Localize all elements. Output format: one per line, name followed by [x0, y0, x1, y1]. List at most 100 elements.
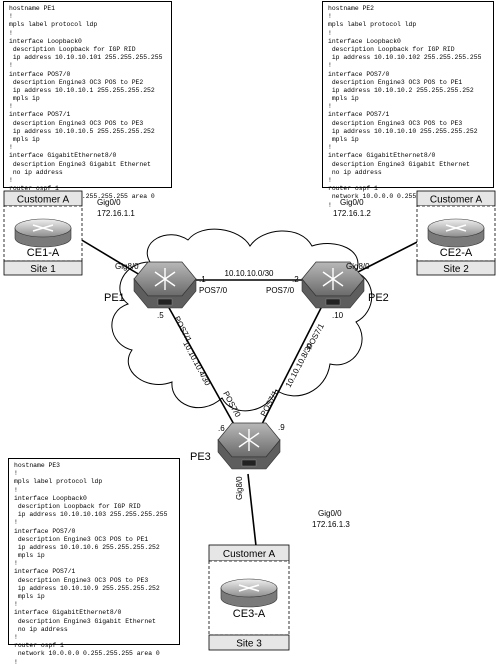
pe3-config-line: ! [14, 486, 18, 494]
pe3-config-line: ip address 10.10.10.103 255.255.255.255 [14, 511, 168, 519]
pe1-label: PE1 [104, 292, 125, 304]
ce3-iface-label: Gig0/0 [318, 509, 342, 518]
ce2-router-label: CE2-A [440, 247, 473, 259]
pe2-dot10-label: .10 [332, 311, 344, 320]
pe1-config-line: ! [9, 29, 13, 37]
pe2-config-line: ! [328, 62, 332, 70]
pe2-config-line: ! [328, 103, 332, 111]
pe3-config-line: interface POS7/0 [14, 527, 76, 535]
site2-customer-label: Customer A [430, 195, 483, 206]
pe1-config-line: ip address 10.10.10.101 255.255.255.255 [9, 54, 163, 62]
pe3-config-line: interface POS7/1 [14, 568, 76, 576]
pe1-config-line: interface POS7/1 [9, 111, 71, 119]
subnet-pe1-pe2-label: 10.10.10.0/30 [225, 269, 274, 278]
pe1-config-line: description Loopback for IGP RID [9, 45, 136, 53]
pe1-dot1-label: .1 [199, 275, 206, 284]
link-pe2-pe3 [259, 305, 323, 429]
pe2-config-line: router ospf 1 [328, 185, 378, 193]
pe2-config-line: description Engine3 Gigabit Ethernet [328, 160, 470, 168]
site3-site-label: Site 3 [236, 639, 262, 650]
ce2-ip-label: 172.16.1.2 [333, 209, 371, 218]
pe3-config-line: ! [14, 658, 18, 666]
pe1-config-line: mpls ip [9, 95, 40, 103]
pe2-config-box: hostname PE2!mpls label protocol ldp!int… [322, 1, 494, 209]
pe2-config-line: interface POS7/1 [328, 111, 390, 119]
pe3-config-line: description Engine3 Gigabit Ethernet [14, 617, 156, 625]
pe3-config-line: hostname PE3 [14, 462, 61, 469]
pe3-config-line: description Loopback for IGP RID [14, 502, 141, 510]
pe1-config-line: ! [9, 13, 13, 21]
site2-site-box [416, 260, 496, 276]
pe2-config-line: interface Loopback0 [328, 37, 401, 45]
link-pe1-pe3 [167, 305, 237, 429]
pe3-dot6-label: .6 [218, 424, 225, 433]
pe3-config-line: description Engine3 OC3 POS to PE1 [14, 535, 149, 543]
pe3-config-line: no ip address [14, 625, 68, 633]
ce1-router-icon[interactable] [14, 218, 72, 248]
pe2-config-line: mpls ip [328, 136, 359, 143]
pe1-config-line: no ip address [9, 168, 63, 176]
pe2-gig-label: Gig8/0 [346, 262, 370, 271]
pe3-router-icon[interactable] [217, 422, 281, 470]
pe1-config-line: description Engine3 Gigabit Ethernet [9, 160, 151, 168]
pe3-config-line: interface Loopback0 [14, 494, 87, 502]
pe2-pos70-label: POS7/0 [266, 286, 295, 295]
pe2-config-line: interface POS7/0 [328, 70, 390, 78]
pe1-config-line: interface Loopback0 [9, 37, 82, 45]
pe2-config-line: ip address 10.10.10.2 255.255.255.252 [328, 86, 474, 94]
pe2-config-line: description Loopback for IGP RID [328, 45, 455, 53]
ce2-iface-label: Gig0/0 [340, 198, 364, 207]
pe2-config-line: ip address 10.10.10.10 255.255.255.252 [328, 127, 478, 135]
pe2-label: PE2 [368, 292, 389, 304]
ce1-ip-label: 172.16.1.1 [97, 209, 135, 218]
pe1-config-line: mpls ip [9, 136, 40, 143]
pe3-config-line: ! [14, 560, 18, 568]
pe2-config-line: ! [328, 29, 332, 37]
pe2-config-line: description Engine3 OC3 POS to PE3 [328, 119, 463, 127]
pe3-config-box: hostname PE3!mpls label protocol ldp!int… [8, 458, 180, 666]
pe3-config-line: mpls ip [14, 552, 45, 560]
pe2-dot2-label: .2 [292, 275, 299, 284]
pe1-config-line: description Engine3 OC3 POS to PE2 [9, 78, 144, 86]
site1-customer-label: Customer A [17, 195, 70, 206]
pe2-config-line: ! [328, 13, 332, 21]
pe3-config-line: interface GigabitEthernet8/0 [14, 609, 122, 617]
site3-site-box [208, 634, 290, 651]
pe1-config-line: ip address 10.10.10.1 255.255.255.252 [9, 86, 155, 94]
pe3-label: PE3 [190, 451, 211, 463]
pe3-config-line: ! [14, 470, 18, 478]
pe2-config-line: mpls label protocol ldp [328, 21, 417, 29]
pe3-config-line: ip address 10.10.10.9 255.255.255.252 [14, 584, 160, 592]
pe1-config-line: ! [9, 62, 13, 70]
site2-site-label: Site 2 [443, 264, 469, 275]
pe2-config-line: mpls ip [328, 95, 359, 103]
pe1-router-icon[interactable] [133, 261, 197, 309]
pe2-config-line: hostname PE2 [328, 5, 375, 12]
pe1-config-line: ip address 10.10.10.5 255.255.255.252 [9, 127, 155, 135]
pe1-gig-label: Gig8/0 [115, 262, 139, 271]
pe2-config-line: ip address 10.10.10.102 255.255.255.255 [328, 54, 482, 62]
pe1-config-box: hostname PE1!mpls label protocol ldp!int… [3, 1, 172, 209]
pe3-config-line: ! [14, 601, 18, 609]
site1-site-box [3, 260, 83, 276]
pe3-config-line: ip address 10.10.10.6 255.255.255.252 [14, 543, 160, 551]
pe3-gig-label: Gig8/0 [235, 476, 244, 500]
pe1-config-line: interface GigabitEthernet8/0 [9, 152, 117, 160]
ce2-router-icon[interactable] [427, 218, 485, 248]
ce3-router-icon[interactable] [220, 578, 278, 608]
pe1-pos70-label: POS7/0 [199, 286, 228, 295]
pe1-config-line: router ospf 1 [9, 185, 59, 193]
ce3-ip-label: 172.16.1.3 [312, 520, 350, 529]
pe1-config-line: description Engine3 OC3 POS to PE3 [9, 119, 144, 127]
pe2-router-icon[interactable] [301, 261, 365, 309]
pe3-config-line: router ospf 1 [14, 642, 64, 650]
pe3-config-line: network 10.0.0.0 0.255.255.255 area 0 [14, 650, 160, 658]
pe3-config-line: ! [14, 519, 18, 527]
pe1-config-line: ! [9, 144, 13, 152]
ce3-router-label: CE3-A [233, 608, 266, 620]
site3-customer-label: Customer A [223, 549, 276, 560]
pe2-config-line: ! [328, 201, 332, 209]
pe1-config-line: interface POS7/0 [9, 70, 71, 78]
ce1-router-label: CE1-A [27, 247, 60, 259]
